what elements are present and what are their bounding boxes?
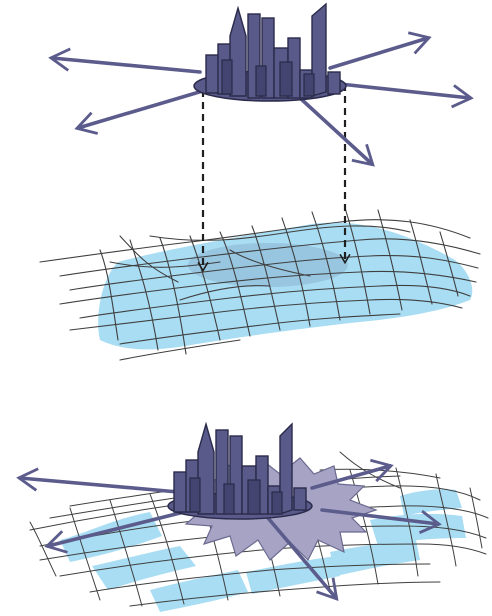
arrow-icon bbox=[320, 508, 442, 534]
city-skyline-icon bbox=[193, 2, 347, 102]
arrow-icon bbox=[44, 510, 186, 554]
dashed-projection-arrow-icon bbox=[197, 84, 351, 273]
arrow-icon bbox=[74, 88, 208, 135]
arrow-icon bbox=[338, 82, 474, 109]
arrow-icon bbox=[48, 47, 202, 74]
radiating-arrows bbox=[16, 458, 442, 601]
radiating-arrows bbox=[48, 31, 474, 167]
arrow-icon bbox=[298, 96, 375, 167]
arrow-icon bbox=[16, 467, 180, 494]
city-skyline-icon bbox=[167, 421, 313, 520]
arrow-icon bbox=[328, 31, 432, 70]
arrow-icon bbox=[310, 458, 394, 490]
bottom-city-embedded-in-grid bbox=[16, 421, 489, 612]
arrow-icon bbox=[266, 516, 339, 601]
network-grid-icon bbox=[39, 207, 481, 361]
grid-lines-vertical bbox=[99, 207, 459, 361]
top-city-with-projection bbox=[39, 2, 481, 361]
